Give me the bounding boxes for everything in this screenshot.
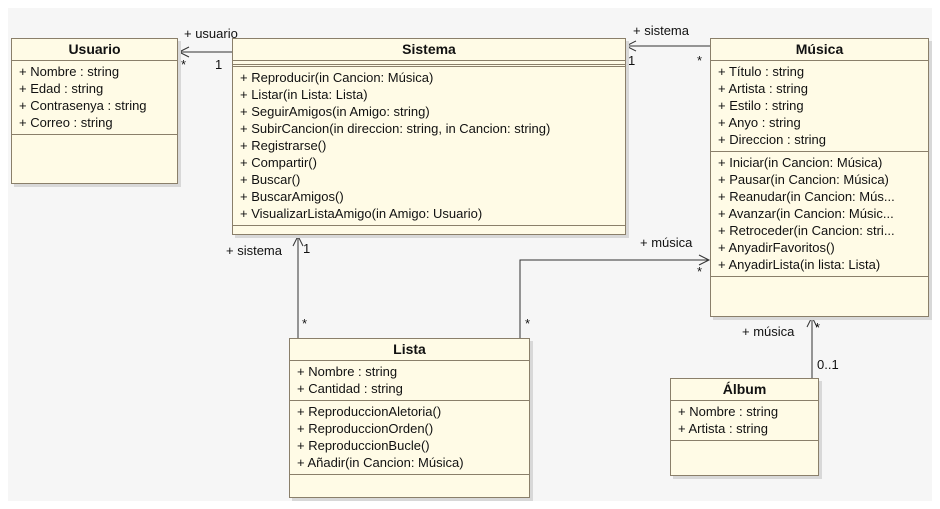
operation: + SubirCancion(in direccion: string, in … [240,121,551,136]
class-usuario-operations [12,135,177,140]
attribute: + Nombre : string [678,404,779,419]
operation: + ReproduccionBucle() [297,438,430,453]
attribute: + Direccion : string [718,132,827,147]
class-album-name: Álbum [671,379,818,401]
operation: + Reanudar(in Cancion: Mús... [718,189,895,204]
operation: + Buscar() [240,172,301,187]
operation: + BuscarAmigos() [240,189,344,204]
role-label: + música [640,235,693,250]
multiplicity-label: * [697,264,703,279]
operation: + SeguirAmigos(in Amigo: string) [240,104,430,119]
attribute: + Nombre : string [19,64,120,79]
operation: + Avanzar(in Cancion: Músic... [718,206,894,221]
operation: + Pausar(in Cancion: Música) [718,172,889,187]
operation: + Registrarse() [240,138,327,153]
multiplicity-label: 1 [303,241,311,256]
multiplicity-label: 0..1 [817,357,839,372]
multiplicity-label: 1 [628,53,636,68]
attribute: + Cantidad : string [297,381,403,396]
attribute: + Edad : string [19,81,104,96]
attribute: + Anyo : string [718,115,801,130]
class-usuario-attributes: + Nombre : string + Edad : string + Cont… [12,61,177,135]
attribute: + Contrasenya : string [19,98,147,113]
class-musica-attributes: + Título : string + Artista : string + E… [711,61,928,152]
assoc-usuario-sistema-arrow [177,46,190,58]
assoc-album-musica-arrow [806,315,818,328]
multiplicity-label: * [697,53,703,68]
class-lista-attributes: + Nombre : string + Cantidad : string [290,361,529,401]
role-label: + sistema [633,23,689,38]
multiplicity-label: * [302,316,308,331]
attribute: + Nombre : string [297,364,398,379]
class-sistema-attributes [233,61,625,67]
operation: + Retroceder(in Cancion: stri... [718,223,895,238]
operation: + Reproducir(in Cancion: Música) [240,70,434,85]
operation: + ReproduccionAletoria() [297,404,442,419]
class-musica-name: Música [711,39,928,61]
role-label: + música [742,324,795,339]
attribute: + Estilo : string [718,98,804,113]
operation: + Añadir(in Cancion: Música) [297,455,464,470]
role-label: + usuario [184,26,238,41]
attribute: + Correo : string [19,115,113,130]
multiplicity-label: * [815,320,821,335]
class-usuario-name: Usuario [12,39,177,61]
class-sistema[interactable]: Sistema + Reproducir(in Cancion: Música)… [232,38,626,235]
operation: + ReproduccionOrden() [297,421,434,436]
assoc-lista-musica-arrow [698,254,711,266]
attribute: + Título : string [718,64,805,79]
class-sistema-operations: + Reproducir(in Cancion: Música) + Lista… [233,67,625,226]
class-sistema-name: Sistema [233,39,625,61]
class-album-operations [671,441,818,446]
class-lista-operations: + ReproduccionAletoria() + ReproduccionO… [290,401,529,475]
operation: + Listar(in Lista: Lista) [240,87,368,102]
class-musica-operations: + Iniciar(in Cancion: Música) + Pausar(i… [711,152,928,277]
operation: + AnyadirLista(in lista: Lista) [718,257,881,272]
operation: + Compartir() [240,155,317,170]
attribute: + Artista : string [718,81,808,96]
class-album-attributes: + Nombre : string + Artista : string [671,401,818,441]
class-album[interactable]: Álbum + Nombre : string + Artista : stri… [670,378,819,476]
operation: + Iniciar(in Cancion: Música) [718,155,883,170]
operation: + VisualizarListaAmigo(in Amigo: Usuario… [240,206,483,221]
assoc-lista-sistema-arrow [292,234,304,247]
assoc-lista-musica-line [519,259,709,338]
class-lista[interactable]: Lista + Nombre : string + Cantidad : str… [289,338,530,498]
role-label: + sistema [226,243,282,258]
class-lista-name: Lista [290,339,529,361]
operation: + AnyadirFavoritos() [718,240,835,255]
multiplicity-label: * [181,57,187,72]
attribute: + Artista : string [678,421,768,436]
multiplicity-label: * [525,316,531,331]
class-usuario[interactable]: Usuario + Nombre : string + Edad : strin… [11,38,178,184]
class-musica[interactable]: Música + Título : string + Artista : str… [710,38,929,317]
class-lista-extra [290,475,529,480]
assoc-sistema-musica-arrow [624,40,637,52]
class-musica-extra [711,277,928,282]
multiplicity-label: 1 [215,57,223,72]
